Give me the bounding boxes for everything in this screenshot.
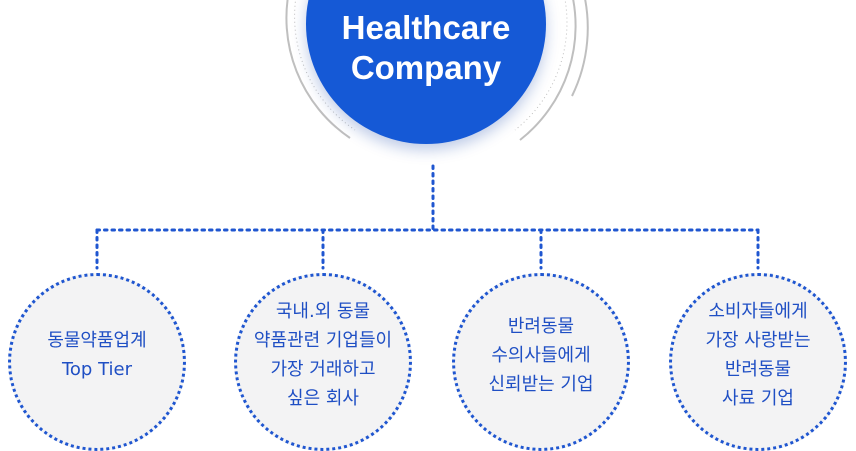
center-title-line-2: Healthcare (341, 9, 511, 46)
center-title-line-3: Company (350, 49, 502, 86)
decorative-arc-right-far (571, 0, 589, 97)
decorative-arc-left-outer (285, 0, 351, 139)
value-node-text: 반려동물 (724, 359, 792, 380)
value-node-vet-trust: 반려동물 수의사들에게 신뢰받는 기업 (452, 273, 630, 451)
value-node-text: 소비자들에게 (708, 301, 808, 322)
value-node-text: 수의사들에게 (491, 344, 591, 366)
value-node-text: 싶은 회사 (287, 388, 359, 409)
value-node-text: 국내.외 동물 (275, 301, 371, 322)
decorative-arc-right-inner (514, 0, 568, 131)
value-node-trading-partner: 국내.외 동물 약품관련 기업들이 가장 거래하고 싶은 회사 (234, 273, 412, 451)
value-node-text: Top Tier (61, 359, 132, 380)
value-node-text: 약품관련 기업들이 (253, 330, 393, 351)
value-node-text: 동물약품업계 (47, 330, 147, 351)
value-node-text: 반려동물 (507, 315, 575, 337)
org-diagram: Total Animal Healthcare Company 동물약품업계 T… (8, 0, 847, 451)
connector-svg (95, 0, 760, 270)
value-node-top-tier: 동물약품업계 Top Tier (8, 273, 186, 451)
decorative-arc-left-inner (294, 0, 356, 131)
value-node-text: 신뢰받는 기업 (488, 373, 594, 395)
value-node-text: 가장 사랑받는 (705, 330, 811, 351)
decorative-arc-right-outer (519, 0, 577, 141)
value-node-consumer-love: 소비자들에게 가장 사랑받는 반려동물 사료 기업 (669, 273, 847, 451)
center-title-line-1: Total Animal (329, 0, 523, 8)
value-node-text: 사료 기업 (722, 388, 794, 409)
value-node-text: 가장 거래하고 (270, 359, 376, 380)
